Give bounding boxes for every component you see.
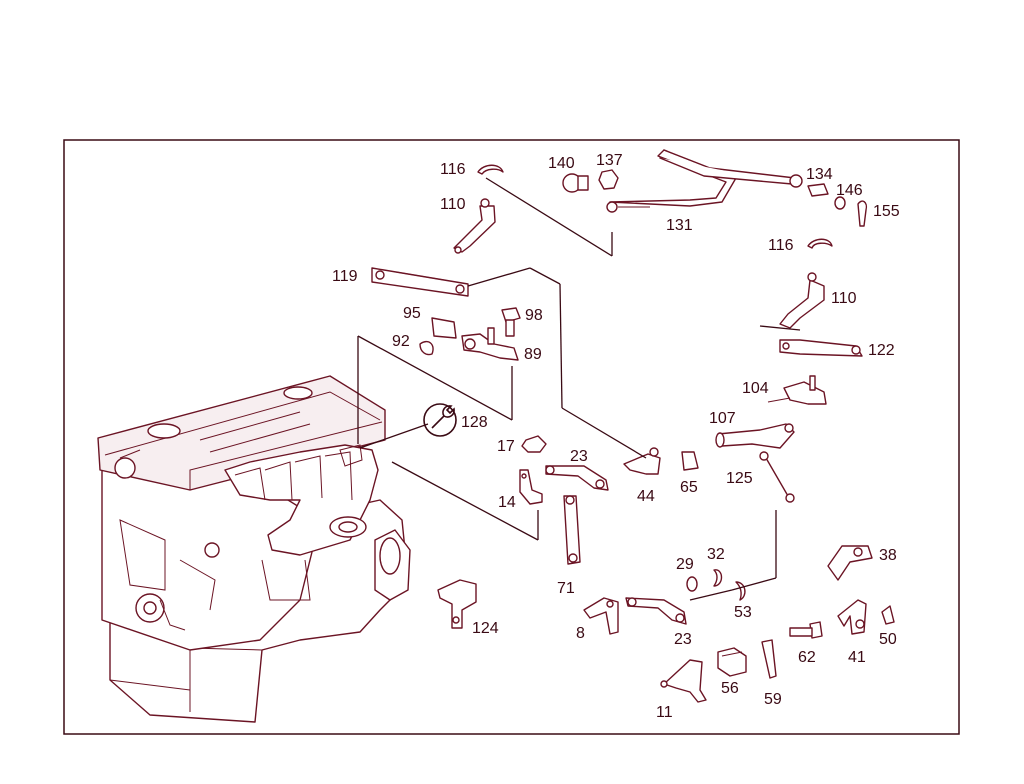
part-41-bracket (837, 599, 867, 635)
part-23-lever-lower (625, 597, 687, 625)
diagram-frame (63, 139, 960, 735)
part-119-bar (371, 267, 469, 297)
part-62-bolt (789, 621, 823, 639)
label-131: 131 (666, 217, 693, 234)
part-59-strip (761, 639, 777, 679)
part-116-clip (477, 164, 504, 175)
label-44: 44 (637, 488, 655, 505)
part-23-lever-upper (545, 465, 609, 491)
part-29-bushing (686, 576, 698, 592)
part-14-bracket (519, 469, 543, 505)
label-107: 107 (709, 410, 736, 427)
part-155-cotter-pin (857, 200, 868, 227)
label-53: 53 (734, 604, 752, 621)
label-134: 134 (806, 166, 833, 183)
part-146-washer (834, 196, 846, 210)
part-53-circlip (735, 581, 746, 601)
part-107-lever (715, 423, 795, 449)
label-146: 146 (836, 182, 863, 199)
label-122: 122 (868, 342, 895, 359)
label-116: 116 (768, 237, 794, 254)
label-137: 137 (596, 152, 623, 169)
label-104: 104 (742, 380, 769, 397)
parts (371, 149, 895, 703)
label-56: 56 (721, 680, 739, 697)
label-124: 124 (472, 620, 499, 637)
label-128: 128 (461, 414, 488, 431)
part-71-rod (563, 495, 581, 565)
part-125-rod (759, 451, 795, 503)
part-11-bracket (660, 659, 707, 703)
label-23: 23 (674, 631, 692, 648)
label-17: 17 (497, 438, 515, 455)
label-155: 155 (873, 203, 900, 220)
label-140: 140 (548, 155, 575, 172)
label-29: 29 (676, 556, 694, 573)
part-110-lever-lower (779, 272, 825, 329)
part-92-plug (419, 340, 434, 356)
label-65: 65 (680, 479, 698, 496)
part-116-clip-right (807, 238, 833, 249)
label-119: 119 (332, 268, 358, 285)
label-14: 14 (498, 494, 516, 511)
label-125: 125 (726, 470, 753, 487)
part-131-linkage-rod (606, 149, 803, 213)
label-11: 11 (656, 704, 673, 721)
label-59: 59 (764, 691, 782, 708)
label-71: 71 (557, 580, 575, 597)
label-116: 116 (440, 161, 466, 178)
part-44-lever (623, 447, 661, 475)
label-98: 98 (525, 307, 543, 324)
leader-lines (357, 177, 801, 601)
label-41: 41 (848, 649, 866, 666)
label-8: 8 (576, 625, 585, 642)
part-65-clip (681, 451, 699, 471)
part-122-bracket (779, 339, 863, 357)
part-8-bracket (583, 597, 619, 635)
label-92: 92 (392, 333, 410, 350)
callout-labels: 116 140 137 134 146 155 110 131 116 119 … (332, 152, 900, 721)
label-23: 23 (570, 448, 588, 465)
part-134-bushing (807, 183, 829, 197)
part-104-bracket (767, 375, 827, 405)
part-38-clamp (827, 545, 873, 581)
wrench-icon (423, 403, 457, 437)
part-89-housing (461, 327, 519, 361)
part-124-bracket (437, 579, 477, 629)
part-50-clip (881, 605, 895, 625)
part-98-bolt (501, 307, 521, 337)
part-56-relay (717, 647, 747, 677)
label-89: 89 (524, 346, 542, 363)
part-95-gasket (431, 317, 457, 339)
engine-assembly (97, 375, 411, 723)
part-140-ball-joint (562, 173, 589, 193)
label-110: 110 (440, 196, 466, 213)
part-17-nut (521, 435, 547, 453)
label-95: 95 (403, 305, 421, 322)
label-32: 32 (707, 546, 725, 563)
part-110-lever-upper (453, 198, 496, 254)
part-137-nut (598, 169, 619, 190)
label-110: 110 (831, 290, 857, 307)
label-38: 38 (879, 547, 897, 564)
label-50: 50 (879, 631, 897, 648)
part-32-circlip (713, 569, 723, 587)
label-62: 62 (798, 649, 816, 666)
